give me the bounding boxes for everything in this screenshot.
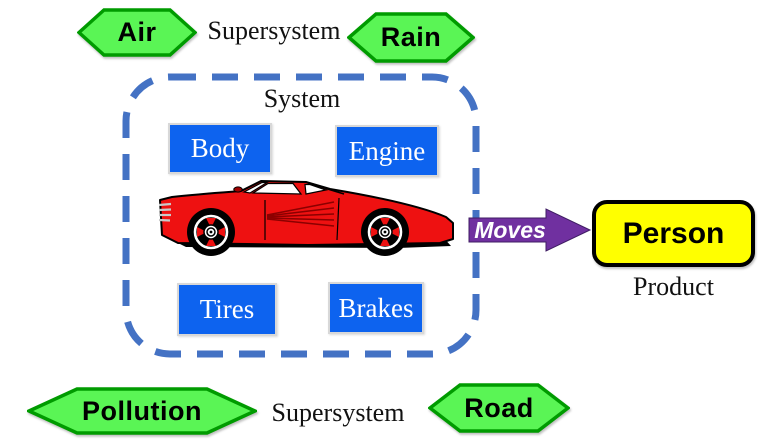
hexagon-road: Road	[428, 383, 570, 433]
component-brakes-label: Brakes	[338, 292, 414, 323]
hexagon-road-label: Road	[464, 392, 534, 423]
moves-arrow-shape	[468, 208, 592, 252]
supersystem-bottom-label: Supersystem	[271, 398, 405, 427]
hexagon-air-shape	[77, 8, 197, 57]
moves-arrow-label: Moves	[474, 216, 546, 243]
component-box-tires: Tires	[177, 283, 277, 336]
component-box-engine: Engine	[335, 125, 439, 177]
hexagon-air-label: Air	[117, 17, 157, 47]
person-box: Person	[592, 200, 755, 267]
hexagon-road-shape	[428, 383, 570, 433]
moves-arrow: Moves	[468, 208, 592, 252]
hexagon-rain-shape	[347, 12, 475, 63]
rear-wheel	[359, 206, 411, 258]
hexagon-air: Air	[77, 8, 197, 57]
system-title: System	[263, 84, 341, 113]
hexagon-pollution-label: Pollution	[82, 395, 202, 426]
product-label: Product	[633, 272, 714, 301]
supersystem-top-label: Supersystem	[207, 16, 341, 45]
hexagon-rain-label: Rain	[380, 22, 442, 52]
component-box-brakes: Brakes	[328, 282, 424, 334]
person-label: Person	[622, 216, 725, 250]
component-tires-label: Tires	[199, 294, 255, 324]
component-body-label: Body	[190, 133, 250, 163]
component-box-body: Body	[168, 123, 272, 174]
front-wheel	[185, 206, 237, 258]
component-engine-label: Engine	[348, 135, 426, 166]
hexagon-pollution-shape	[27, 387, 257, 435]
hexagon-rain: Rain	[347, 12, 475, 63]
system-boundary-dashed-border	[122, 73, 480, 358]
hexagon-pollution: Pollution	[27, 387, 257, 435]
car-illustration	[158, 180, 454, 258]
